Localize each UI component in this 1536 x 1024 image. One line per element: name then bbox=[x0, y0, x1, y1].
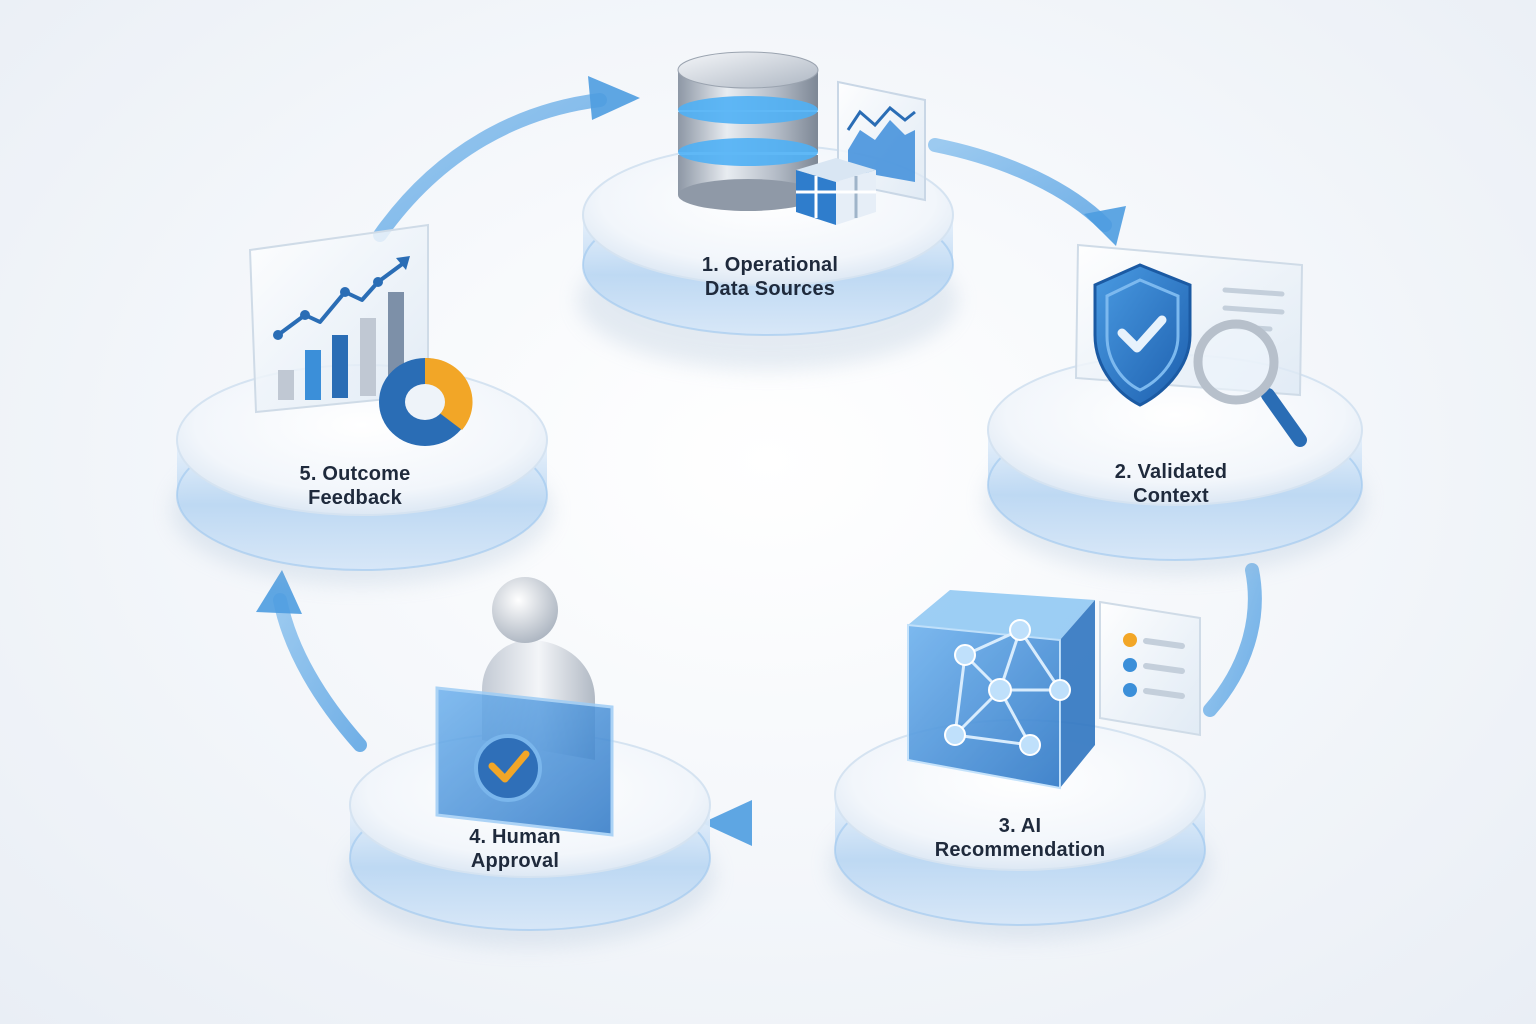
step-1-title: 1. Operational bbox=[701, 254, 839, 276]
arrow-data-to-context bbox=[928, 138, 1112, 232]
shield-check-icon bbox=[1074, 243, 1307, 447]
arrowhead-to-context bbox=[1084, 206, 1126, 246]
cubes-icon bbox=[796, 158, 876, 225]
step-3-title: 3. AI bbox=[998, 815, 1042, 837]
arrow-approval-to-feedback bbox=[273, 593, 367, 752]
network-cube-icon bbox=[907, 590, 1201, 790]
step-4-label: 4. Human Approval bbox=[395, 825, 635, 873]
disc-validated-context bbox=[985, 354, 1365, 575]
arrowhead-to-approval bbox=[702, 800, 752, 846]
database-icon bbox=[677, 51, 926, 225]
step-2-subtitle: Context bbox=[1133, 485, 1209, 507]
donut-chart-icon bbox=[379, 357, 473, 446]
step-5-title: 5. Outcome bbox=[299, 463, 411, 485]
step-3-subtitle: Recommendation bbox=[934, 839, 1106, 861]
step-3-label: 3. AI Recommendation bbox=[900, 814, 1140, 862]
arrow-context-to-ai bbox=[1203, 563, 1262, 717]
step-5-subtitle: Feedback bbox=[308, 487, 402, 509]
magnifier-icon bbox=[1193, 319, 1307, 447]
growth-chart-icon bbox=[248, 223, 473, 446]
arrowhead-to-feedback bbox=[256, 570, 302, 614]
arrowhead-to-data bbox=[588, 76, 640, 120]
disc-ai-recommendation bbox=[830, 719, 1210, 940]
step-4-title: 4. Human bbox=[469, 826, 561, 848]
step-2-title: 2. Validated bbox=[1114, 461, 1228, 483]
user-approval-icon bbox=[435, 577, 614, 837]
arrow-feedback-to-data bbox=[373, 93, 607, 242]
step-1-subtitle: Data Sources bbox=[704, 278, 836, 300]
step-1-label: 1. Operational Data Sources bbox=[650, 253, 890, 301]
arrow-heads bbox=[256, 76, 1126, 846]
step-2-label: 2. Validated Context bbox=[1051, 460, 1291, 508]
step-5-label: 5. Outcome Feedback bbox=[235, 462, 475, 510]
step-4-subtitle: Approval bbox=[470, 850, 560, 872]
